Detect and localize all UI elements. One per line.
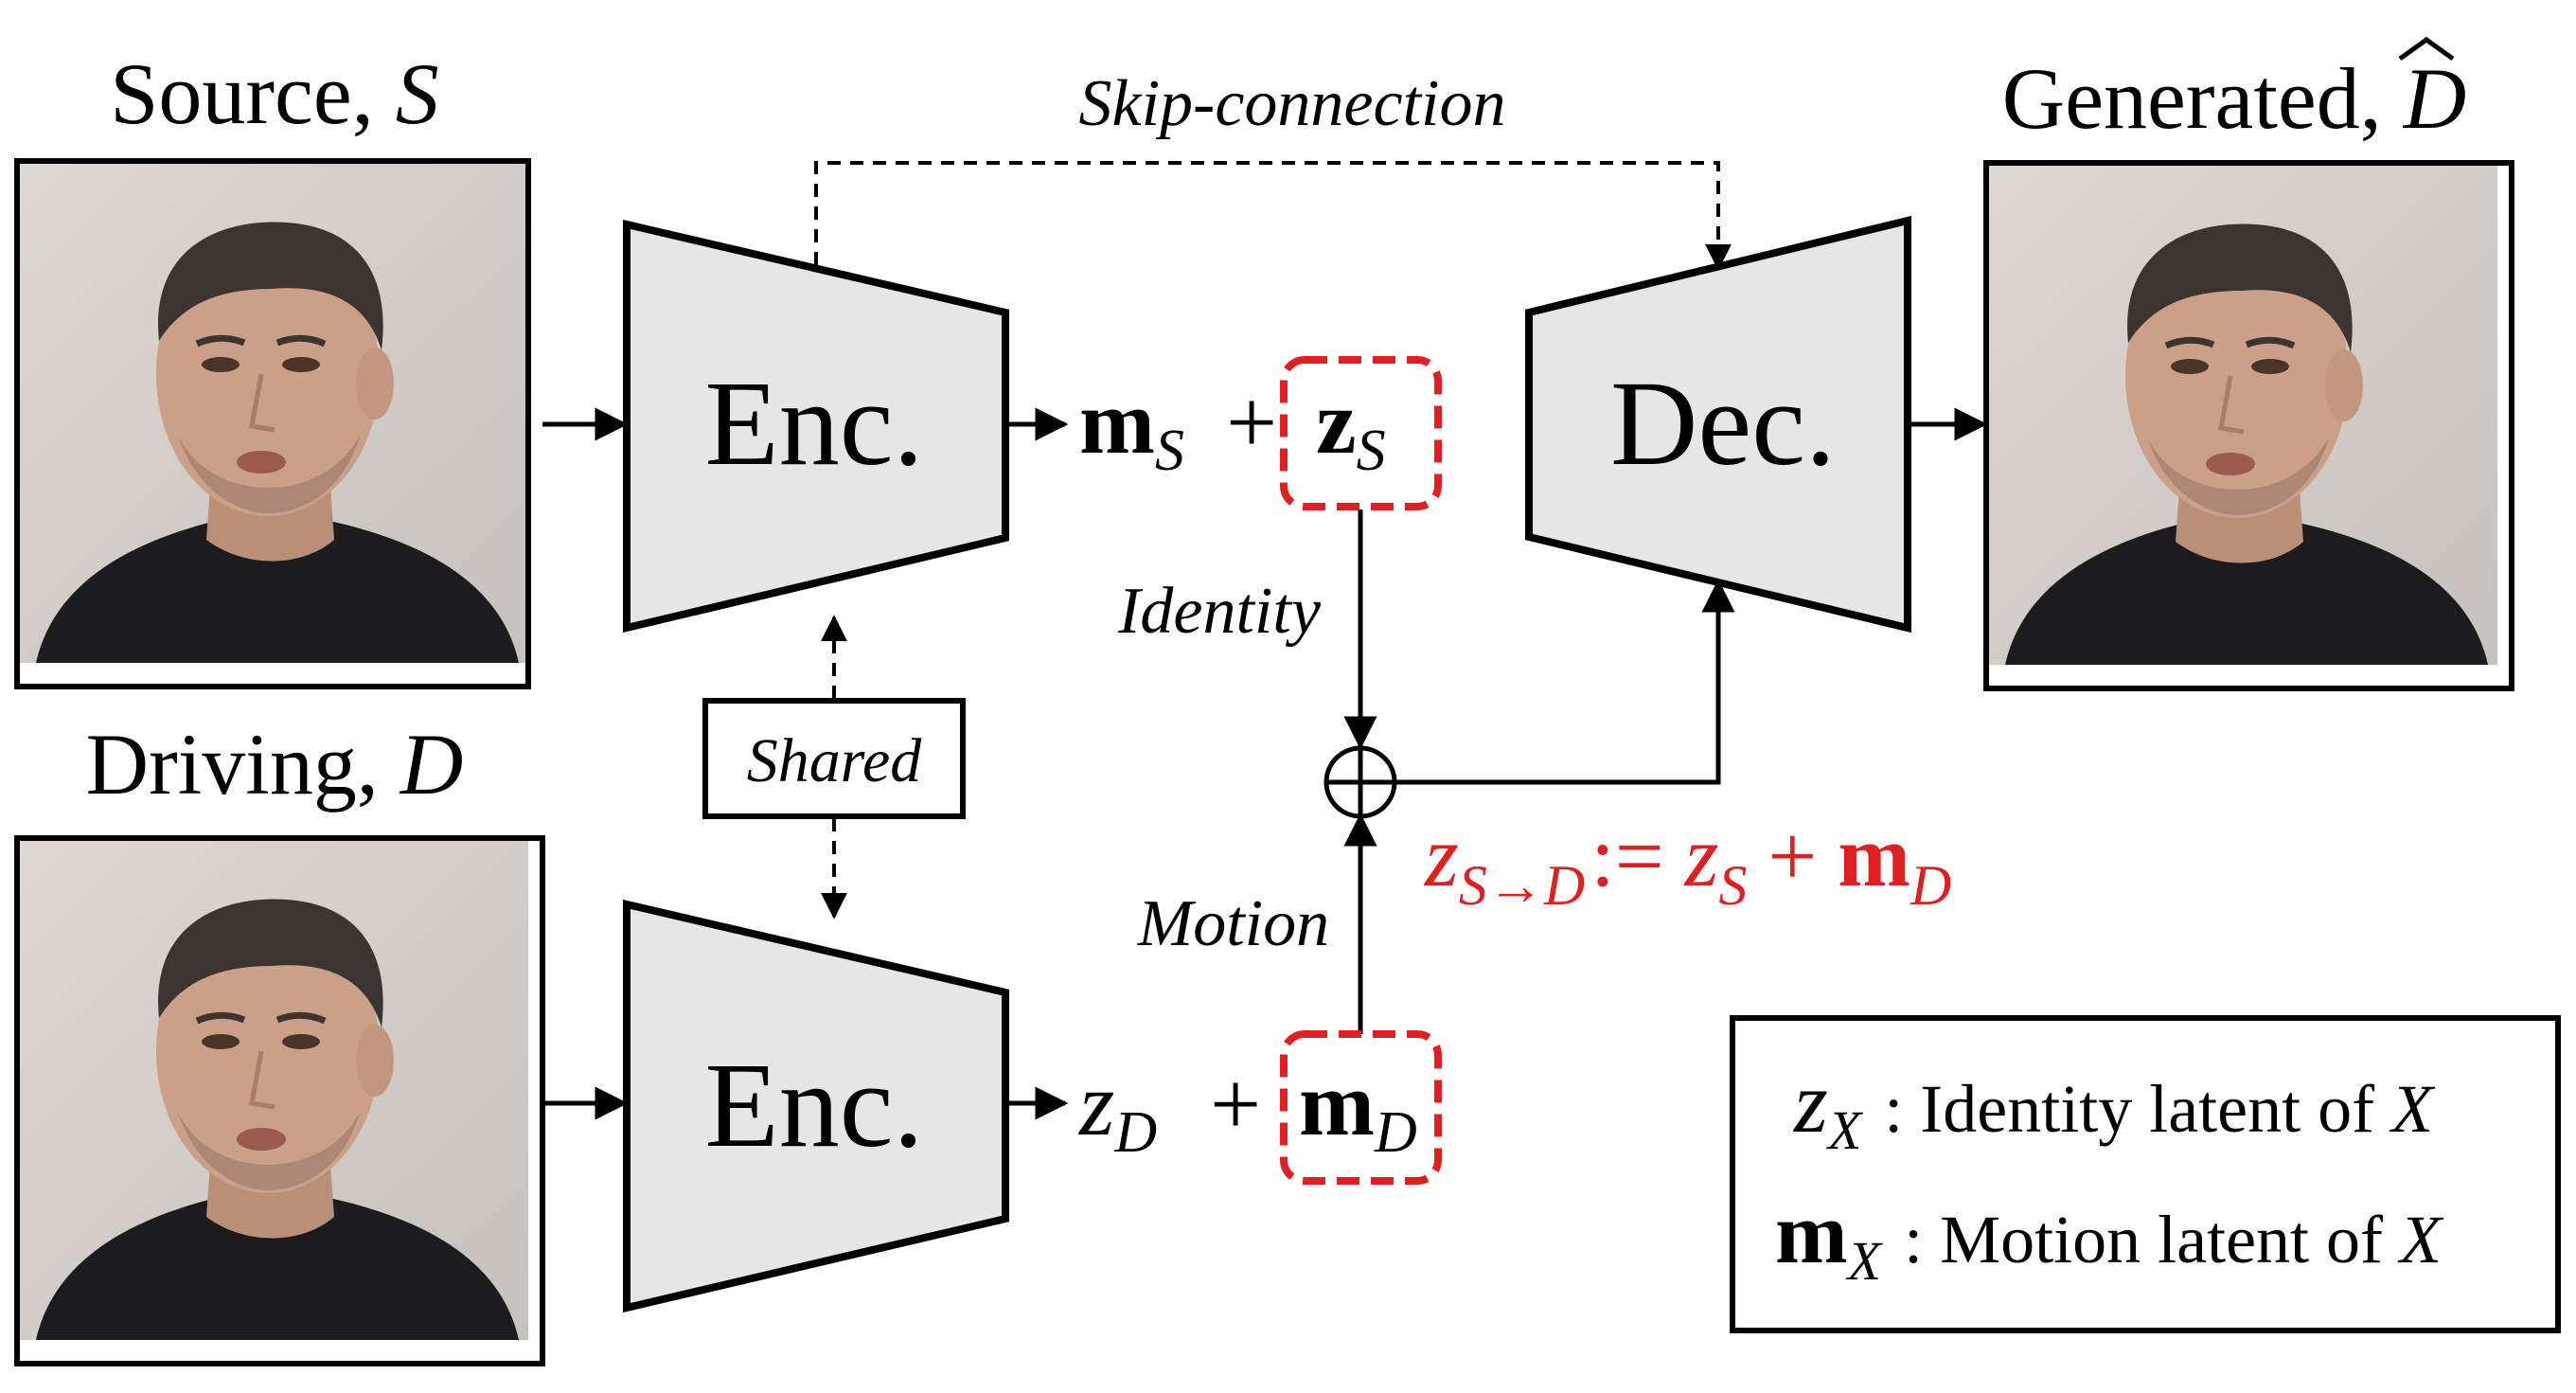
encoder-bottom-block: Enc. bbox=[623, 899, 1009, 1313]
top-identity-highlight bbox=[1280, 356, 1442, 510]
source-photo bbox=[17, 161, 528, 689]
bottom-motion-latent: mD bbox=[1299, 1053, 1417, 1165]
bottom-plus-sign: + bbox=[1210, 1053, 1261, 1154]
driving-title: Driving, D bbox=[86, 716, 464, 813]
decoder-label: Dec. bbox=[1610, 356, 1836, 491]
shared-label: Shared bbox=[747, 726, 923, 795]
sum-to-decoder-arrow bbox=[1395, 579, 1735, 785]
swap-formula: zS→D:=zS+mD bbox=[1423, 808, 1951, 917]
bottom-motion-highlight bbox=[1280, 1030, 1442, 1185]
legend-box: zX : Identity latent of X mX : Motion la… bbox=[1730, 1015, 2561, 1333]
decoder-block: Dec. bbox=[1525, 215, 1911, 634]
identity-label: Identity bbox=[1117, 575, 1322, 648]
motion-label: Motion bbox=[1137, 887, 1329, 960]
skip-connection-label: Skip-connection bbox=[1079, 67, 1506, 140]
generated-photo bbox=[1986, 163, 2514, 691]
legend-motion-row: mX : Motion latent of X bbox=[1775, 1185, 2444, 1292]
encoder-top-label: Enc. bbox=[705, 356, 924, 491]
encoder-top-block: Enc. bbox=[623, 219, 1009, 634]
hat-accent-icon bbox=[2398, 36, 2455, 62]
top-identity-latent: zS bbox=[1316, 371, 1386, 483]
legend-identity-row: zX : Identity latent of X bbox=[1792, 1054, 2436, 1161]
driving-photo bbox=[17, 838, 545, 1366]
source-title: Source, S bbox=[110, 45, 438, 142]
sum-node-icon bbox=[1324, 745, 1397, 819]
svg-text:Generated, D: Generated, D bbox=[2002, 50, 2466, 147]
bottom-identity-latent: zD bbox=[1077, 1053, 1157, 1165]
encoder-bottom-label: Enc. bbox=[705, 1038, 924, 1172]
shared-box: Shared bbox=[702, 698, 966, 819]
generated-title: Generated, D bbox=[2002, 36, 2466, 147]
top-plus-sign: + bbox=[1226, 371, 1277, 473]
skip-connection-line bbox=[814, 161, 1732, 271]
top-motion-latent: mS bbox=[1079, 371, 1184, 483]
